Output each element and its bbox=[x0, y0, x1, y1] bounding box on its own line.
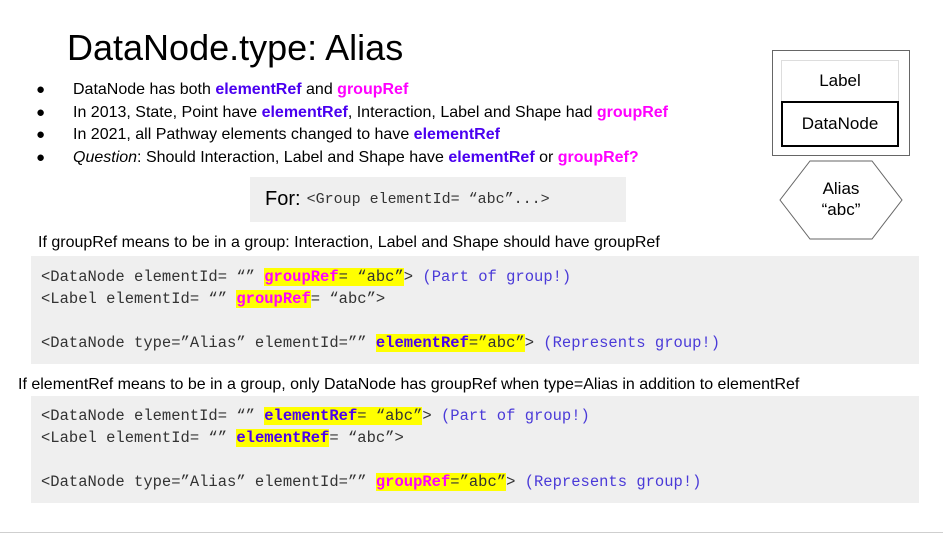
bullet-dot: ● bbox=[36, 148, 46, 166]
for-example-box: For: <Group elementId= “abc”...> bbox=[250, 177, 626, 222]
code-comment: (Represents group!) bbox=[524, 473, 702, 491]
code-comment: (Part of group!) bbox=[422, 268, 572, 286]
slide-title: DataNode.type: Alias bbox=[67, 27, 404, 68]
groupref-keyword: groupRef bbox=[375, 473, 451, 491]
code-line: <DataNode elementId= “” groupRef= “abc”>… bbox=[41, 268, 572, 286]
code-line: <DataNode elementId= “” elementRef= “abc… bbox=[41, 407, 590, 425]
bullet-text: DataNode has both elementRef and groupRe… bbox=[73, 81, 409, 98]
code-line: <Label elementId= “” groupRef= “abc”> bbox=[41, 290, 386, 308]
for-code: <Group elementId= “abc”...> bbox=[306, 191, 550, 208]
bullet-dot: ● bbox=[36, 103, 46, 121]
bullet-item: ● In 2013, State, Point have elementRef,… bbox=[36, 102, 776, 125]
label-node: Label bbox=[781, 60, 899, 102]
groupref-keyword: groupRef bbox=[264, 268, 339, 286]
bullet-item: ● DataNode has both elementRef and group… bbox=[36, 79, 776, 102]
for-label: For: bbox=[265, 188, 301, 210]
groupref-keyword: groupRef bbox=[337, 81, 409, 98]
slide-bottom-divider bbox=[0, 532, 943, 533]
bullet-list: ● DataNode has both elementRef and group… bbox=[36, 79, 776, 169]
section2-heading: If elementRef means to be in a group, on… bbox=[18, 376, 800, 393]
code-block-elementref: <DataNode elementId= “” elementRef= “abc… bbox=[31, 396, 919, 503]
code-comment: (Part of group!) bbox=[441, 407, 590, 425]
elementref-keyword: elementRef bbox=[264, 407, 358, 425]
alias-node-label: Alias “abc” bbox=[821, 179, 861, 219]
bullet-dot: ● bbox=[36, 81, 46, 98]
bullet-item: ● In 2021, all Pathway elements changed … bbox=[36, 124, 776, 147]
bullet-text: Question: Should Interaction, Label and … bbox=[73, 148, 639, 166]
elementref-keyword: elementRef bbox=[236, 429, 330, 447]
elementref-keyword: elementRef bbox=[375, 334, 469, 352]
code-block-groupref: <DataNode elementId= “” groupRef= “abc”>… bbox=[31, 256, 919, 364]
bullet-dot: ● bbox=[36, 126, 46, 143]
code-comment: (Represents group!) bbox=[543, 334, 721, 352]
section1-heading: If groupRef means to be in a group: Inte… bbox=[38, 234, 660, 251]
elementref-keyword: elementRef bbox=[215, 81, 302, 98]
code-line: <DataNode type=”Alias” elementId=”” grou… bbox=[41, 473, 702, 491]
elementref-keyword: elementRef bbox=[261, 103, 348, 121]
bullet-text: In 2013, State, Point have elementRef, I… bbox=[73, 103, 669, 121]
code-line: <Label elementId= “” elementRef= “abc”> bbox=[41, 429, 404, 447]
elementref-keyword: elementRef bbox=[448, 148, 535, 166]
groupref-keyword: groupRef bbox=[236, 290, 311, 308]
datanode-node: DataNode bbox=[781, 101, 899, 147]
bullet-item: ● Question: Should Interaction, Label an… bbox=[36, 147, 776, 170]
question-label: Question bbox=[73, 148, 138, 166]
alias-hexagon-shape bbox=[779, 160, 903, 240]
elementref-keyword: elementRef bbox=[413, 126, 500, 143]
groupref-keyword: groupRef? bbox=[557, 148, 639, 166]
code-line: <DataNode type=”Alias” elementId=”” elem… bbox=[41, 334, 721, 352]
bullet-text: In 2021, all Pathway elements changed to… bbox=[73, 126, 500, 143]
groupref-keyword: groupRef bbox=[596, 103, 669, 121]
